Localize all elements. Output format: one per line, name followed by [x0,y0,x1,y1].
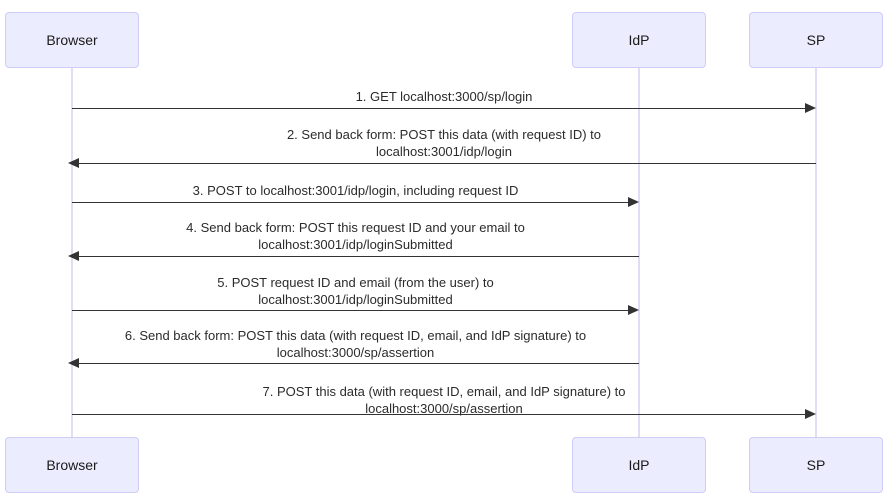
message-4-label-line2: localhost:3001/idp/loginSubmitted [258,237,453,252]
actor-label-browser-bottom: Browser [46,457,98,473]
actor-box-idp-bottom[interactable]: IdP [572,437,706,493]
message-1-arrowhead-right-icon [805,103,816,113]
message-7-label-line2: localhost:3000/sp/assertion [365,401,523,416]
message-6-label-line1: 6. Send back form: POST this data (with … [124,328,587,343]
actor-label-sp-bottom: SP [806,457,826,473]
message-6-label-line2: localhost:3000/sp/assertion [276,345,435,360]
message-2-line [79,163,816,164]
actor-box-browser-bottom[interactable]: Browser [5,437,139,493]
message-2-label-line1: 2. Send back form: POST this data (with … [286,127,602,142]
actor-label-idp-bottom: IdP [628,457,650,473]
message-7-arrowhead-right-icon [805,409,816,419]
message-3-line [72,202,632,203]
message-4-label-line1: 4. Send back form: POST this request ID … [186,220,525,235]
message-1-line [72,108,809,109]
lifeline-sp [815,68,817,438]
actor-box-idp-top[interactable]: IdP [572,12,706,68]
message-7-line [72,414,809,415]
message-5-line [72,310,632,311]
message-3-label-line1: 3. POST to localhost:3001/idp/login, inc… [192,183,519,198]
actor-box-sp-bottom[interactable]: SP [749,437,883,493]
message-2-label-line2: localhost:3001/idp/login [376,144,512,159]
message-5-label-line2: localhost:3001/idp/loginSubmitted [258,292,453,307]
message-7-label-line1: 7. POST this data (with request ID, emai… [262,384,626,399]
message-4-arrowhead-left-icon [68,251,79,261]
actor-box-browser-top[interactable]: Browser [5,12,139,68]
message-5-label-line1: 5. POST request ID and email (from the u… [217,275,494,290]
actor-label-sp-top: SP [806,32,826,48]
message-4-line [79,256,639,257]
message-5-arrowhead-right-icon [628,305,639,315]
actor-label-idp-top: IdP [628,32,650,48]
lifeline-idp [638,68,640,438]
actor-box-sp-top[interactable]: SP [749,12,883,68]
message-6-arrowhead-left-icon [68,358,79,368]
message-2-arrowhead-left-icon [68,158,79,168]
message-1-label-line1: 1. GET localhost:3000/sp/login [355,89,533,104]
message-3-arrowhead-right-icon [628,197,639,207]
message-6-line [79,363,639,364]
actor-label-browser-top: Browser [46,32,98,48]
